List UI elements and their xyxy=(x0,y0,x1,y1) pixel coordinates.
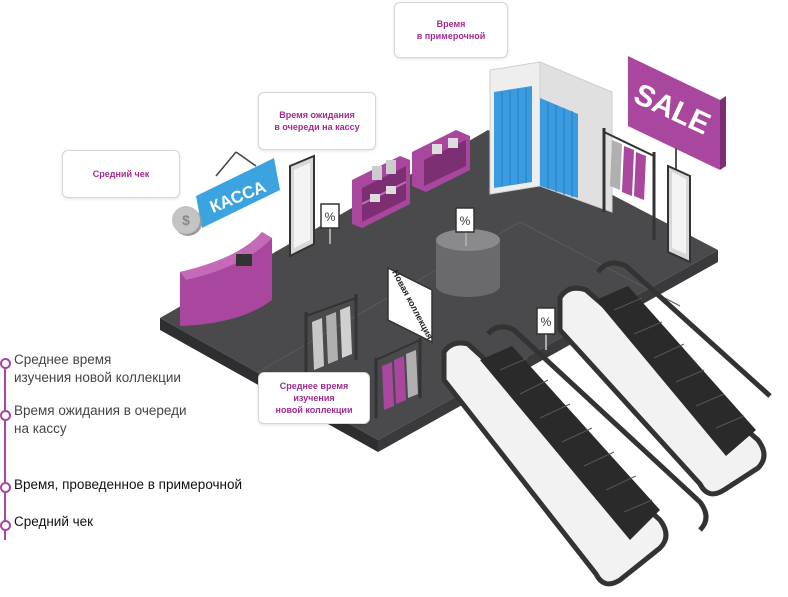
shoe-shelves xyxy=(352,156,410,228)
round-table xyxy=(436,229,500,297)
callout-average-check-text: Средний чек xyxy=(92,168,150,179)
clothes-rack-right xyxy=(602,128,656,240)
cashier-sign: $ xyxy=(172,151,280,236)
cashier-counter xyxy=(180,232,272,326)
legend-item-new-collection: Среднее время изучения новой коллекции xyxy=(14,352,181,386)
callout-average-check: Средний чек xyxy=(62,150,180,198)
legend-dot-1 xyxy=(0,358,11,369)
callout-fitting-room-text: Время в примерочной xyxy=(416,18,486,41)
legend-item-queue-wait: Время ожидания в очереди на кассу xyxy=(14,403,187,437)
percent-sign-escalator xyxy=(536,307,556,350)
mirror-left xyxy=(289,154,315,258)
callout-new-collection-time: Среднее время изучения новой коллекции xyxy=(258,372,370,424)
callout-fitting-room: Время в примерочной xyxy=(394,2,508,58)
legend-item-fitting-room: Время, проведенное в примерочной xyxy=(14,477,243,492)
callout-queue-wait: Время ожидания в очереди на кассу xyxy=(258,92,376,150)
percent-sign-left xyxy=(320,203,340,244)
clothes-rack-left xyxy=(304,294,358,376)
escalator-right xyxy=(557,260,772,497)
legend-dot-2 xyxy=(0,410,11,421)
escalator-left xyxy=(441,324,709,587)
percent-sign-escalator-text: % xyxy=(541,315,552,329)
percent-sign-table xyxy=(455,207,475,246)
fitting-rooms xyxy=(489,61,613,213)
percent-sign-table-text: % xyxy=(460,214,471,228)
mirror-right xyxy=(667,164,691,264)
legend-dot-4 xyxy=(0,520,11,531)
callout-queue-wait-text: Время ожидания в очереди на кассу xyxy=(274,109,360,132)
svg-text:$: $ xyxy=(182,212,190,228)
legend-dot-3 xyxy=(0,482,11,493)
percent-sign-left-text: % xyxy=(325,210,336,224)
new-collection-rack xyxy=(374,338,422,418)
new-collection-sign xyxy=(387,266,433,344)
metrics-legend: Среднее время изучения новой коллекции В… xyxy=(0,350,300,550)
legend-item-average-check: Средний чек xyxy=(14,514,94,529)
legend-timeline-line xyxy=(4,362,6,540)
callout-new-collection-time-text: Среднее время изучения новой коллекции xyxy=(275,380,353,416)
shoe-shelves-back xyxy=(412,130,470,192)
